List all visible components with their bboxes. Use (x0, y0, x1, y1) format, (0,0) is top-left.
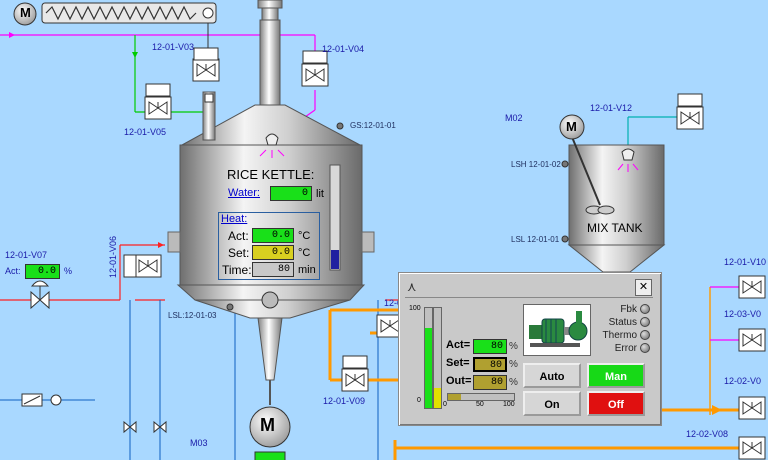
kettle-set-unit: °C (298, 247, 311, 259)
valve-12-01-v06[interactable] (123, 254, 162, 278)
off-button[interactable]: Off (587, 391, 645, 416)
auto-button[interactable]: Auto (523, 363, 581, 388)
out-horizontal-bar (447, 393, 515, 401)
mix-tank-title: MIX TANK (587, 221, 643, 235)
valve-right-low[interactable] (738, 396, 766, 420)
valve-v07-act-label: Act: (5, 266, 21, 276)
valve-v07-unit: % (64, 266, 73, 276)
valve-12-01-v07[interactable] (30, 280, 50, 310)
faceplate-act-unit: % (509, 341, 518, 352)
valve-v07-act-value: 0.0 (25, 264, 60, 279)
pressure-gauge-icon (21, 393, 62, 407)
m03-label: M03 (190, 438, 208, 448)
conveyor-motor-label: M (20, 5, 31, 20)
kettle-water-value[interactable]: 0 (270, 186, 312, 201)
valve-label-v05: 12-01-V05 (124, 127, 167, 137)
screw-conveyor[interactable] (41, 2, 217, 24)
mix-tank-motor-icon[interactable] (559, 114, 585, 140)
kettle-motor-label: M (260, 415, 275, 435)
valve-right-top[interactable] (738, 275, 766, 299)
gs-sensor-icon (336, 122, 344, 130)
mix-tank-tag: M02 (505, 113, 523, 123)
valve-12-01-v09[interactable] (341, 355, 369, 392)
kettle-time-unit: min (298, 264, 316, 276)
faceplate-divider (405, 297, 653, 298)
valve-label-v06: 12-01-V06 (108, 235, 118, 278)
kettle-water-unit: lit (316, 188, 324, 200)
bar-act (424, 307, 433, 409)
status-fbk: Fbk (595, 304, 650, 315)
bar-max-label: 100 (409, 305, 421, 312)
mix-tank-motor-label: M (566, 119, 577, 134)
faceplate-set-unit: % (509, 359, 518, 370)
lsl-tag: LSL:12-01-03 (168, 311, 217, 320)
faceplate-set-label: Set= (446, 357, 470, 369)
kettle-motor-icon[interactable] (249, 380, 291, 460)
kettle-act-value: 0.0 (252, 228, 294, 243)
valve-label-1202: 12-02-V0 (724, 376, 762, 386)
bar-out (433, 307, 442, 409)
valve-12-01-v04[interactable] (301, 50, 329, 87)
valve-right-bottom[interactable] (738, 436, 766, 460)
valve-label-v03: 12-01-V03 (152, 42, 195, 52)
faceplate-out-unit: % (509, 377, 518, 388)
kettle-title: RICE KETTLE: (227, 167, 315, 182)
spray-nozzle-icon (259, 133, 285, 158)
mix-tank-vessel[interactable] (561, 136, 666, 273)
kettle-inlet-pipe (202, 91, 216, 141)
rice-kettle-vessel[interactable] (167, 0, 375, 381)
scale-50: 50 (476, 401, 484, 408)
valve-label-1201v10: 12-01-V10 (724, 257, 767, 267)
status-error: Error (595, 343, 650, 354)
faceplate-act-value: 80 (473, 339, 507, 354)
man-button[interactable]: Man (587, 363, 645, 388)
valve-12-01-v05[interactable] (144, 83, 172, 120)
status-indicator-list: Fbk Status Thermo Error (595, 304, 650, 356)
scale-100: 100 (503, 401, 515, 408)
mix-tank-lsh: LSH 12-01-02 (511, 160, 561, 169)
on-button[interactable]: On (523, 391, 581, 416)
valve-12-01-v12[interactable] (676, 93, 704, 130)
close-icon[interactable]: ✕ (635, 279, 652, 296)
faceplate-set-value[interactable]: 80 (473, 357, 507, 372)
kettle-heat-panel (218, 212, 320, 280)
kettle-time-value[interactable]: 80 (252, 262, 294, 277)
valve-label-v04: 12-01-V04 (322, 44, 365, 54)
valve-label-1203: 12-03-V0 (724, 309, 762, 319)
faceplate-act-label: Act= (446, 339, 471, 351)
kettle-water-link[interactable]: Water: (228, 187, 260, 199)
gs-tag: GS:12-01-01 (350, 121, 396, 130)
valve-label-v07: 12-01-V07 (5, 250, 48, 260)
kettle-act-unit: °C (298, 230, 311, 242)
kettle-heat-link[interactable]: Heat: (221, 213, 248, 225)
scale-0: 0 (443, 401, 447, 408)
mix-tank-lsl: LSL 12-01-01 (511, 235, 560, 244)
status-status: Status (595, 317, 650, 328)
valve-label-1202v08: 12-02-V08 (686, 429, 729, 439)
mix-tank-nozzle-icon (617, 148, 639, 172)
conveyor-motor-icon[interactable] (13, 2, 37, 26)
status-thermo: Thermo (595, 330, 650, 341)
valve-label-v09: 12-01-V09 (323, 396, 366, 406)
agitator-hub (261, 291, 279, 309)
kettle-set-label: Set: (228, 246, 250, 260)
pump-motor-icon (523, 304, 591, 356)
faceplate-logo-icon: ⋏ (407, 279, 417, 294)
faceplate-out-label: Out= (446, 375, 472, 387)
valve-label-v12: 12-01-V12 (590, 103, 633, 113)
kettle-set-value[interactable]: 0.0 (252, 245, 294, 260)
valve-12-01-v03[interactable] (192, 47, 220, 82)
manual-valve-left[interactable] (123, 420, 167, 434)
kettle-time-label: Time: (222, 263, 252, 277)
motor-faceplate-window[interactable]: ⋏ ✕ 100 0 Act= 80 % Set= 80 % Out= 80 % … (398, 272, 662, 426)
faceplate-out-value: 80 (473, 375, 507, 390)
valve-right-mid[interactable] (738, 328, 766, 352)
kettle-act-label: Act: (228, 229, 249, 243)
bar-min-label: 0 (417, 397, 421, 404)
